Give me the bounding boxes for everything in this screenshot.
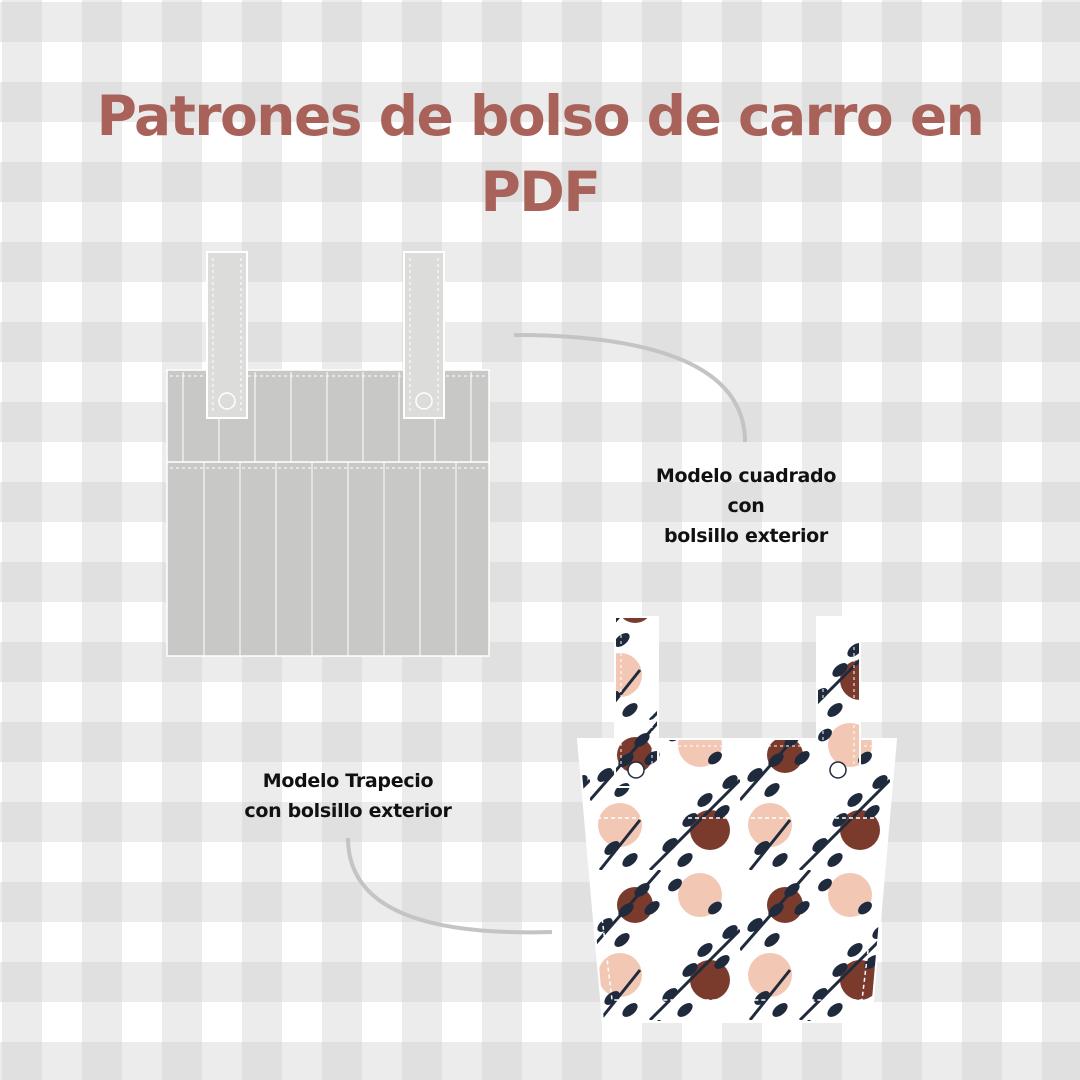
label-model-trapecio: Modelo Trapecio con bolsillo exterior	[228, 766, 468, 826]
title-line-1: Patrones de bolso de carro en	[96, 84, 985, 148]
label-square-line-1: Modelo cuadrado	[655, 465, 837, 487]
connector-arc-square	[513, 333, 747, 443]
title-line-2: PDF	[480, 160, 601, 224]
page-title: Patrones de bolso de carro en PDF	[0, 78, 1080, 230]
label-trapecio-line-2: con bolsillo exterior	[244, 800, 452, 822]
trapecio-bag-pocket	[589, 817, 885, 1001]
label-square-line-3: bolsillo exterior	[664, 525, 828, 547]
square-bag-strap-left	[206, 251, 248, 419]
trapecio-bag	[576, 616, 898, 1023]
square-bag	[166, 251, 490, 657]
trapecio-bag-body	[576, 738, 898, 1023]
trapecio-bag-strap-left	[614, 616, 659, 788]
square-bag-strap-right	[403, 251, 445, 419]
label-square-line-2: con	[727, 495, 765, 517]
connector-arc-trapecio	[346, 837, 553, 935]
trapecio-bag-strap-right	[816, 616, 861, 788]
label-trapecio-line-1: Modelo Trapecio	[262, 770, 434, 792]
label-model-square: Modelo cuadrado con bolsillo exterior	[626, 461, 866, 551]
